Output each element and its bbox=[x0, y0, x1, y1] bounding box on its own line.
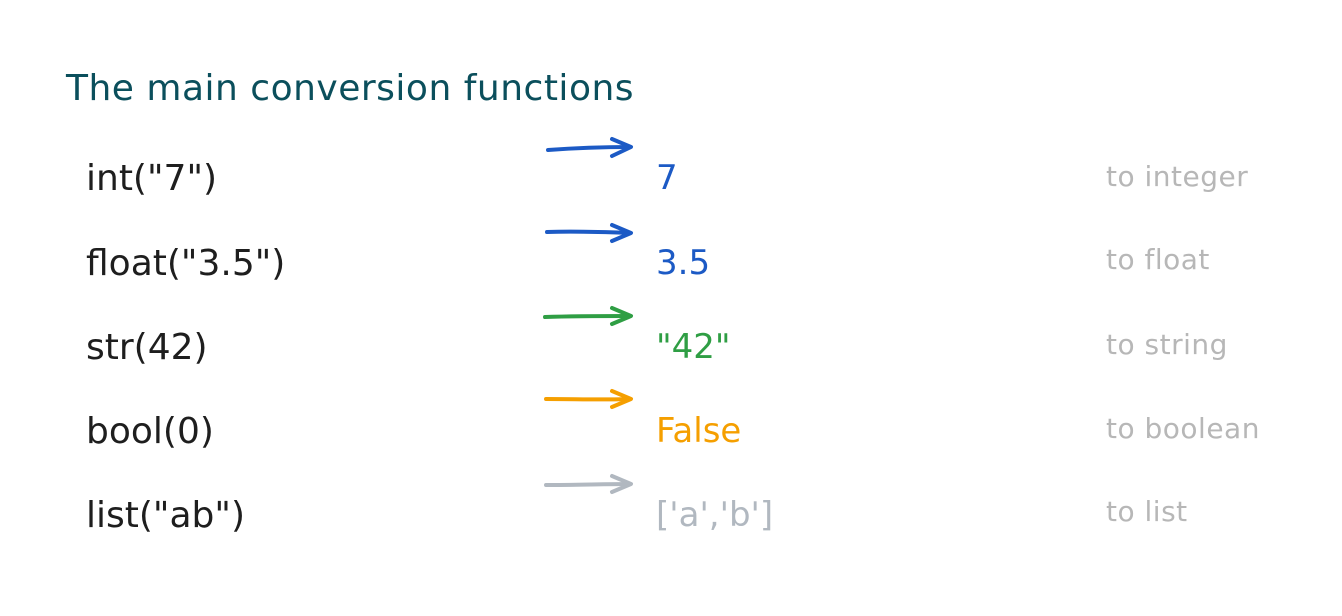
arrow-str bbox=[543, 306, 633, 326]
expression-int: int("7") bbox=[86, 158, 218, 199]
arrow-int bbox=[546, 137, 633, 158]
result-list: ['a','b'] bbox=[656, 495, 774, 535]
expression-str: str(42) bbox=[86, 327, 208, 368]
note-str: to string bbox=[1106, 328, 1228, 361]
arrow-float bbox=[545, 223, 633, 243]
note-bool: to boolean bbox=[1106, 412, 1260, 445]
note-list: to list bbox=[1106, 495, 1188, 528]
note-int: to integer bbox=[1106, 160, 1249, 193]
expression-bool: bool(0) bbox=[86, 411, 214, 452]
result-int: 7 bbox=[656, 158, 678, 198]
expression-float: float("3.5") bbox=[86, 243, 286, 284]
arrow-bool bbox=[544, 389, 633, 409]
arrow-list bbox=[544, 474, 633, 494]
diagram-title: The main conversion functions bbox=[66, 68, 635, 109]
result-str: "42" bbox=[656, 327, 731, 367]
expression-list: list("ab") bbox=[86, 495, 245, 536]
note-float: to float bbox=[1106, 243, 1210, 276]
result-float: 3.5 bbox=[656, 243, 711, 283]
result-bool: False bbox=[656, 411, 742, 451]
